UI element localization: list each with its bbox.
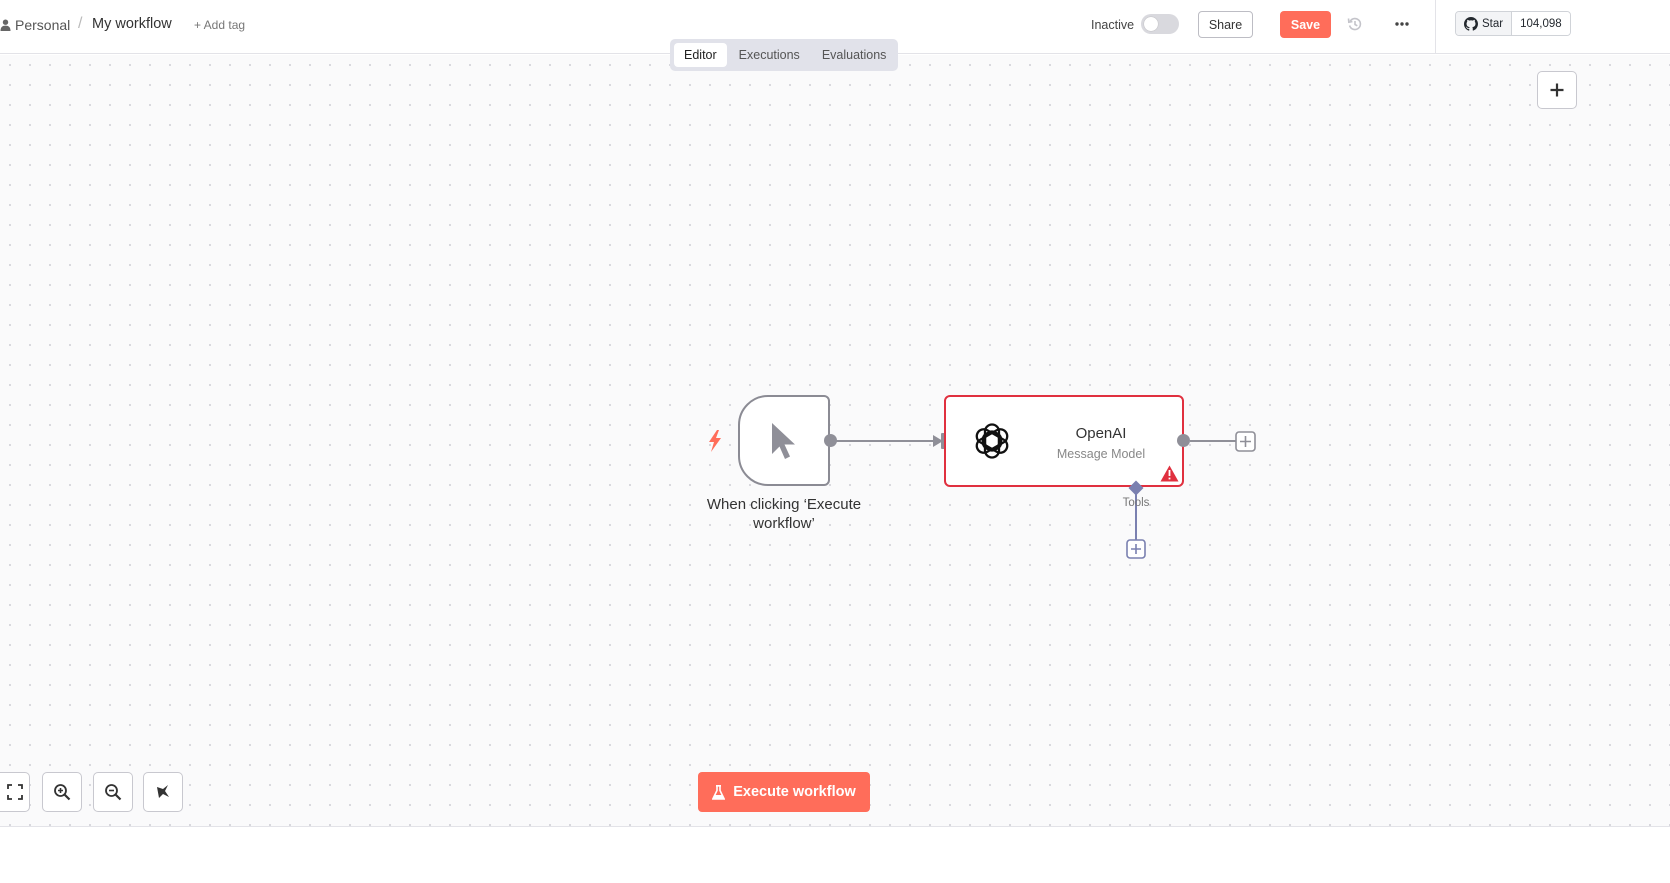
- github-star-widget[interactable]: Star 104,098: [1455, 11, 1571, 36]
- trigger-output-handle[interactable]: [824, 434, 837, 447]
- plus-icon: [1131, 544, 1141, 554]
- more-options-icon[interactable]: [1394, 16, 1410, 37]
- openai-node-title: OpenAI: [1075, 425, 1127, 442]
- github-star-button[interactable]: Star: [1456, 12, 1513, 35]
- tools-input-handle[interactable]: [1128, 480, 1144, 496]
- workflow-name[interactable]: My workflow: [92, 16, 172, 32]
- manual-trigger-node[interactable]: [738, 395, 830, 486]
- fit-view-icon: [7, 784, 23, 800]
- add-tool-button[interactable]: [1126, 539, 1146, 559]
- active-toggle[interactable]: [1141, 14, 1179, 34]
- fit-view-button[interactable]: [0, 772, 30, 812]
- breadcrumb-project[interactable]: Personal: [15, 17, 71, 33]
- breadcrumb-separator: /: [78, 15, 83, 32]
- add-next-node-button[interactable]: [1235, 431, 1256, 452]
- github-star-label: Star: [1482, 17, 1504, 30]
- tools-handle-label: Tools: [1122, 497, 1150, 509]
- tab-evaluations[interactable]: Evaluations: [821, 48, 887, 62]
- zoom-in-button[interactable]: [42, 772, 82, 812]
- view-tabs: Editor Executions Evaluations: [670, 39, 898, 71]
- plus-icon: [1240, 436, 1251, 447]
- broom-icon: [157, 785, 169, 798]
- zoom-out-button[interactable]: [93, 772, 133, 812]
- history-icon[interactable]: [1347, 16, 1363, 37]
- openai-logo-icon: [972, 421, 1012, 466]
- warning-icon[interactable]: [1160, 465, 1179, 487]
- open-nodes-panel-button[interactable]: [1537, 71, 1577, 109]
- add-tag-button[interactable]: + Add tag: [194, 18, 246, 32]
- openai-output-handle[interactable]: [1177, 434, 1190, 447]
- cursor-icon: [772, 422, 795, 459]
- execute-workflow-button[interactable]: Execute workflow: [698, 772, 870, 812]
- trigger-bolt-icon: [708, 430, 722, 457]
- share-button[interactable]: Share: [1198, 11, 1253, 38]
- github-icon: [1464, 16, 1478, 31]
- flask-icon: [712, 784, 726, 800]
- breadcrumb[interactable]: Personal: [0, 17, 70, 33]
- bottom-strip: [0, 826, 1670, 883]
- openai-node-subtitle: Message Model: [1056, 447, 1146, 461]
- trigger-node-label: When clicking ‘Execute workflow’: [706, 496, 862, 532]
- user-icon: [0, 19, 11, 31]
- github-star-count[interactable]: 104,098: [1512, 12, 1570, 35]
- toggle-knob: [1144, 17, 1158, 31]
- execute-workflow-label: Execute workflow: [733, 784, 856, 800]
- save-button[interactable]: Save: [1280, 11, 1331, 38]
- plus-icon: [1550, 83, 1564, 97]
- tab-executions[interactable]: Executions: [738, 48, 800, 62]
- tab-editor[interactable]: Editor: [674, 43, 727, 67]
- header-divider: [1435, 0, 1436, 54]
- openai-node[interactable]: OpenAI Message Model: [944, 395, 1184, 487]
- workflow-status-label: Inactive: [1091, 18, 1135, 32]
- zoom-out-icon: [105, 784, 122, 801]
- zoom-in-icon: [54, 784, 71, 801]
- tidy-up-button[interactable]: [143, 772, 183, 812]
